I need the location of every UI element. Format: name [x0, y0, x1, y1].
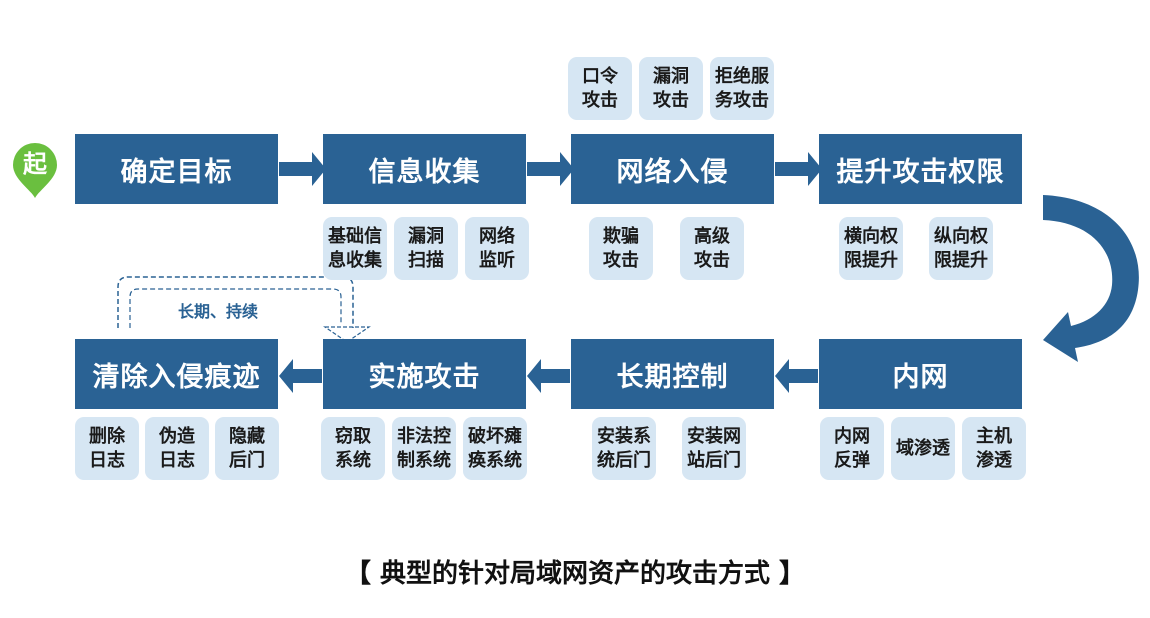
sub-dos-attack: 拒绝服 务攻击 — [710, 57, 774, 120]
step-intranet: 内网 — [819, 339, 1022, 409]
sub-intranet-rebound: 内网 反弹 — [820, 417, 884, 480]
loop-label: 长期、持续 — [178, 302, 259, 321]
sub-network-sniff: 网络 监听 — [465, 217, 529, 280]
sub-spoof-attack: 欺骗 攻击 — [589, 217, 653, 280]
sub-illegal-control: 非法控 制系统 — [392, 417, 456, 480]
sub-domain-penetration: 域渗透 — [891, 417, 955, 480]
step-determine-target: 确定目标 — [75, 134, 278, 204]
step-execute-attack: 实施攻击 — [323, 339, 526, 409]
step-info-gathering: 信息收集 — [323, 134, 526, 204]
arrow-left-icon — [527, 359, 570, 393]
sub-vuln-scan: 漏洞 扫描 — [394, 217, 458, 280]
sub-host-penetration: 主机 渗透 — [962, 417, 1026, 480]
arrow-right-icon — [775, 152, 822, 186]
sub-delete-logs: 删除 日志 — [75, 417, 139, 480]
sub-lateral-escalation: 横向权 限提升 — [839, 217, 903, 280]
sub-website-backdoor: 安装网 站后门 — [682, 417, 746, 480]
arrow-left-icon — [279, 359, 322, 393]
loop-dashed-line — [117, 276, 354, 328]
sub-forge-logs: 伪造 日志 — [145, 417, 209, 480]
sub-steal-system: 窃取 系统 — [321, 417, 385, 480]
sub-paralyze-system: 破坏瘫 痪系统 — [463, 417, 527, 480]
arrow-right-icon — [527, 152, 574, 186]
sub-advanced-attack: 高级 攻击 — [680, 217, 744, 280]
arrow-left-icon — [775, 359, 818, 393]
loop-dashed-line-inner — [129, 288, 342, 328]
diagram-caption: 【 典型的针对局域网资产的攻击方式 】 — [344, 559, 806, 589]
sub-password-attack: 口令 攻击 — [568, 57, 632, 120]
sub-vuln-attack: 漏洞 攻击 — [639, 57, 703, 120]
curved-arrow-icon — [1043, 195, 1139, 362]
sub-hide-backdoor: 隐藏 后门 — [215, 417, 279, 480]
sub-system-backdoor: 安装系 统后门 — [592, 417, 656, 480]
step-long-term-control: 长期控制 — [571, 339, 774, 409]
start-pin-icon — [13, 143, 57, 198]
sub-basic-info: 基础信 息收集 — [323, 217, 387, 280]
start-label: 起 — [23, 150, 47, 178]
step-network-intrusion: 网络入侵 — [571, 134, 774, 204]
step-privilege-escalation: 提升攻击权限 — [819, 134, 1022, 204]
loop-arrowhead-icon — [323, 326, 371, 343]
sub-vertical-escalation: 纵向权 限提升 — [929, 217, 993, 280]
arrow-right-icon — [279, 152, 326, 186]
step-clear-traces: 清除入侵痕迹 — [75, 339, 278, 409]
